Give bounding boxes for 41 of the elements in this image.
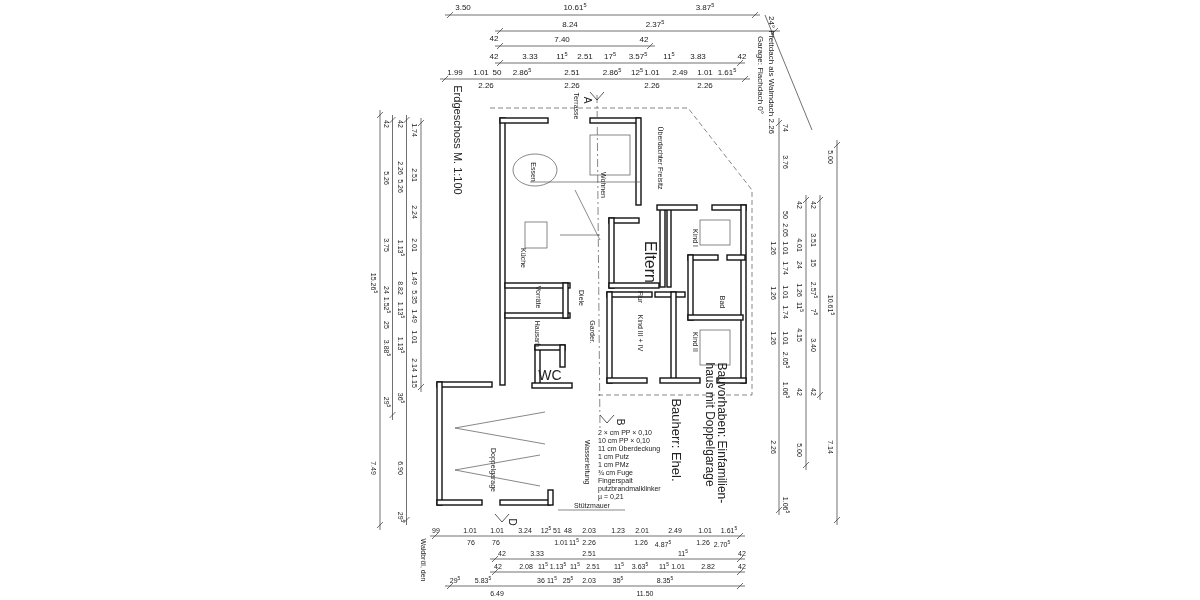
dimension-label: 11$^{5}$ xyxy=(556,53,568,61)
dimension-label: 42 xyxy=(489,53,499,61)
dimension-label: 3.57$^{5}$ xyxy=(628,53,648,61)
dimension-label: 2.26 xyxy=(478,82,494,90)
dimension-label: 3.50 xyxy=(455,4,471,12)
dimension-label: 2.26 xyxy=(697,82,713,90)
dimension-label: 2.26 xyxy=(564,82,580,90)
project-title: Bauvorhaben: Einfamilien- haus mit Doppelgarage xyxy=(704,362,728,506)
section-marker: B xyxy=(615,418,625,426)
dimension-label: 1.01 xyxy=(644,69,660,77)
dimension-label: 3.83 xyxy=(690,53,706,61)
dimension-label: 11$^{5}$ xyxy=(663,53,675,61)
roof-note: Garage: Flachdach 0° xyxy=(756,36,764,114)
dimension-label: 50 xyxy=(492,69,502,77)
plan-title: Erdgeschoss M. 1:100 xyxy=(451,85,463,195)
dimension-label: 42 xyxy=(737,53,747,61)
dimension-label: 3.33 xyxy=(522,53,538,61)
roof-note: 24° Pfettdach als Walmdach 2.26 xyxy=(767,15,775,135)
section-marker: D xyxy=(507,518,517,526)
dimension-label: 2.51 xyxy=(564,69,580,77)
dimension-label: 1.01 xyxy=(697,69,713,77)
dimension-label: 2.86$^{5}$ xyxy=(602,69,622,77)
dimension-label: 2.26 xyxy=(644,82,660,90)
dimension-label: 42 xyxy=(639,36,649,44)
dimension-label: 12$^{5}$ xyxy=(631,69,643,77)
dimension-label: 2.86$^{5}$ xyxy=(512,69,532,77)
dimension-label: 17$^{5}$ xyxy=(604,53,616,61)
dimension-label: 1.99 xyxy=(447,69,463,77)
dimension-label: 7.40 xyxy=(554,36,570,44)
dimension-label: 2.51 xyxy=(577,53,593,61)
client-name: Bauherr: Ehel. xyxy=(669,398,683,482)
dimension-label: 2.37$^{5}$ xyxy=(645,21,665,29)
dimension-label: 10.61$^{5}$ xyxy=(563,4,587,12)
section-marker: A xyxy=(582,96,592,104)
dimension-label: 3.87$^{5}$ xyxy=(695,4,715,12)
dimension-label: 42 xyxy=(489,35,499,43)
dimension-label: 8.24 xyxy=(562,21,578,29)
room-label: Eltern xyxy=(642,241,658,283)
dimension-label: 1.01 xyxy=(473,69,489,77)
dimension-label: 1.61$^{5}$ xyxy=(717,69,737,77)
dimension-label: 2.49 xyxy=(672,69,688,77)
